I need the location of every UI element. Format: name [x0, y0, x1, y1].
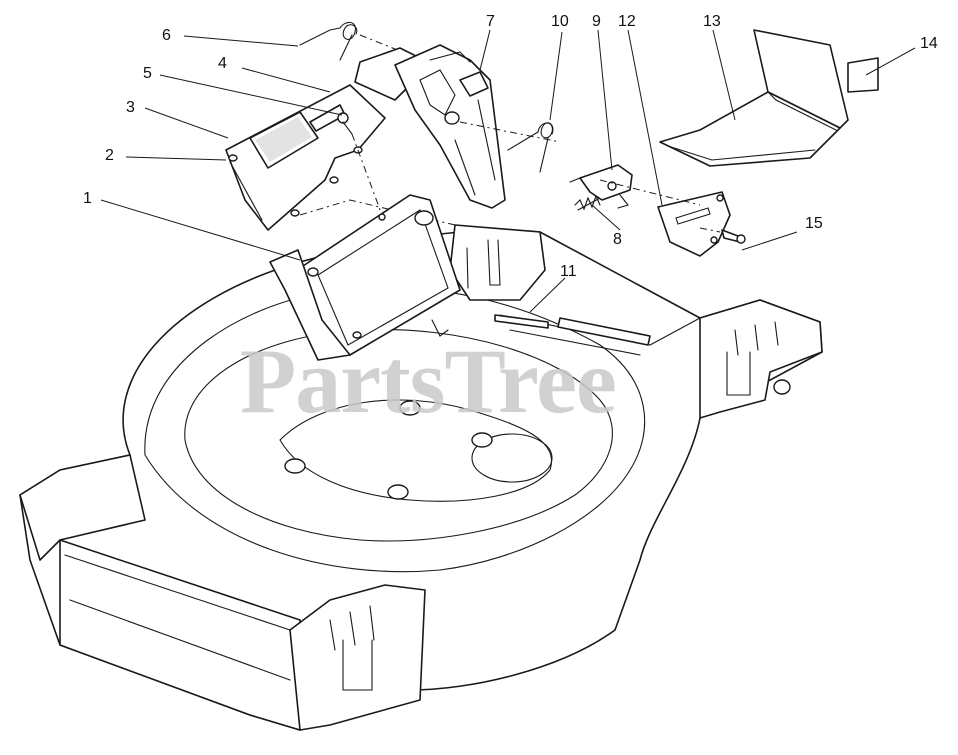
torsion-spring-left: [299, 21, 411, 61]
callout-8: 8: [613, 231, 622, 248]
compression-spring: [574, 194, 601, 211]
callout-labels: 1 2 3 4 5 6 7 8 9 10 11 12 13 14 15: [83, 13, 938, 280]
decal: [847, 57, 879, 93]
rear-door-plate: [225, 84, 386, 231]
callout-9: 9: [592, 13, 601, 30]
callout-10: 10: [551, 13, 569, 30]
mower-deck-housing: [19, 199, 823, 731]
watermark: PartsTree: [240, 330, 616, 432]
leader-lines: [100, 29, 916, 313]
callout-14: 14: [920, 35, 938, 52]
latch-plate: [599, 179, 731, 257]
callout-2: 2: [105, 147, 114, 164]
latch: [569, 164, 633, 209]
hinge-bracket: [354, 44, 506, 209]
callout-15: 15: [805, 215, 823, 232]
callout-1: 1: [83, 190, 92, 207]
callout-5: 5: [143, 65, 152, 82]
callout-11: 11: [560, 263, 577, 280]
callout-12: 12: [618, 13, 636, 30]
screw: [699, 227, 746, 244]
callout-6: 6: [162, 27, 171, 44]
callout-7: 7: [486, 13, 495, 30]
callout-13: 13: [703, 13, 721, 30]
callout-4: 4: [218, 55, 227, 72]
callout-3: 3: [126, 99, 135, 116]
grass-deflector: [659, 29, 849, 167]
torsion-spring-right: [459, 121, 561, 173]
rear-door-bracket: [269, 194, 461, 361]
